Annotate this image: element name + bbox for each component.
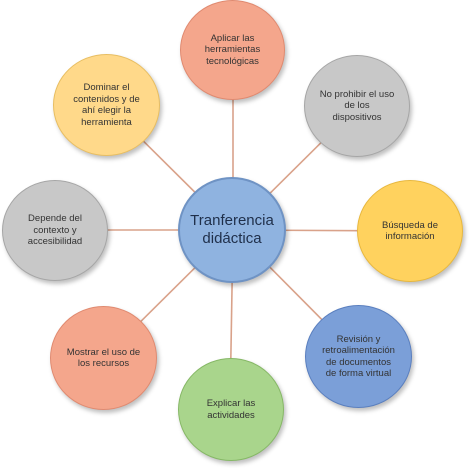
node-top-left: Dominar el contenidos y de ahí elegir la… [53,54,160,156]
node-left-label: Depende del contexto y accesibilidad [27,213,83,248]
node-right: Búsqueda de información [357,180,463,282]
node-bottom-left: Mostrar el uso de los recursos [50,306,157,410]
node-bottom-right-label: Revisión y retroalimentación de document… [322,333,395,380]
node-center-label: Tranferencia didáctica [190,212,274,247]
node-right-label: Búsqueda de información [382,219,438,243]
node-top-right-label: No prohibir el uso de los dispositivos [319,88,395,123]
node-top-right: No prohibir el uso de los dispositivos [304,55,410,157]
node-left: Depende del contexto y accesibilidad [2,180,108,281]
node-top: Aplicar las herramientas tecnológicas [180,0,285,100]
node-bottom-left-label: Mostrar el uso de los recursos [66,346,141,370]
node-bottom: Explicar las actividades [178,358,284,461]
node-bottom-right: Revisión y retroalimentación de document… [305,305,412,408]
node-center: Tranferencia didáctica [178,177,286,283]
node-top-label: Aplicar las herramientas tecnológicas [204,32,261,67]
node-bottom-label: Explicar las actividades [206,398,256,421]
node-top-left-label: Dominar el contenidos y de ahí elegir la… [73,82,140,128]
